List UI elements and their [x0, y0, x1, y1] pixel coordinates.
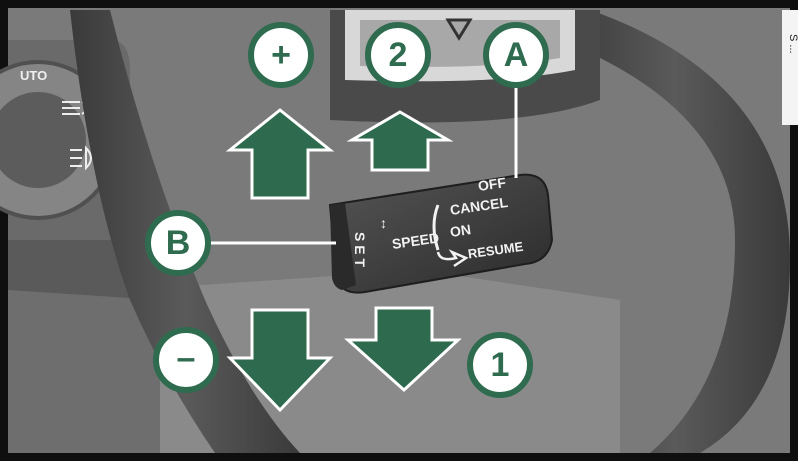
callout-1-text: 1: [491, 346, 510, 384]
callout-minus-text: –: [177, 339, 196, 377]
lever-on-label: ON: [449, 221, 472, 240]
callout-a: A: [486, 25, 546, 85]
callout-b-text: B: [166, 224, 191, 262]
callout-1: 1: [470, 335, 530, 395]
auto-label: UTO: [20, 68, 47, 83]
callout-minus: –: [156, 330, 216, 390]
callout-b: B: [148, 213, 208, 273]
side-label-strip: S ...: [782, 10, 798, 125]
callout-a-text: A: [504, 36, 529, 74]
speed-up-arrow-glyph: ↕: [380, 215, 387, 231]
callout-2: 2: [368, 25, 428, 85]
callout-2-text: 2: [389, 36, 408, 74]
callout-plus-text: +: [271, 36, 291, 74]
lever-set-label: S E T: [352, 232, 368, 267]
callout-plus: +: [251, 25, 311, 85]
side-text-right: S ...: [787, 34, 798, 54]
